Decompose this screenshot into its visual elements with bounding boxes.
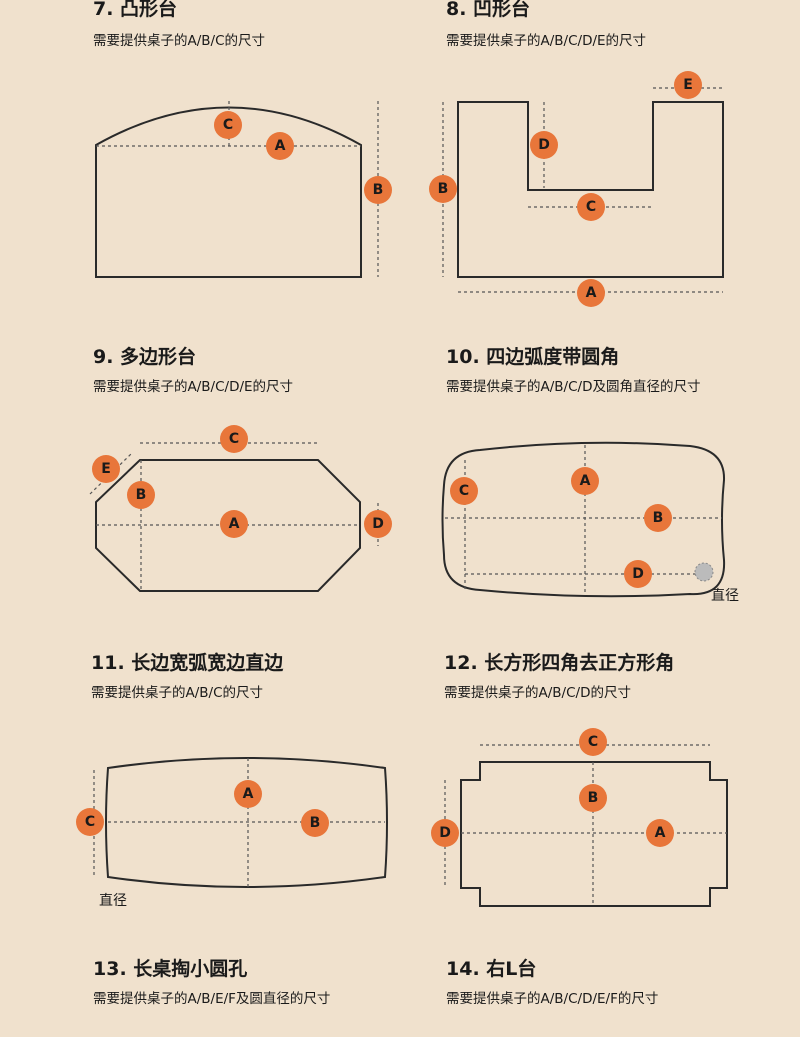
- subtitle-13: 需要提供桌子的A/B/E/F及圆直径的尺寸: [93, 991, 331, 1007]
- subtitle-11: 需要提供桌子的A/B/C的尺寸: [91, 685, 264, 701]
- badge-b: B: [364, 176, 392, 204]
- badge-a: A: [577, 279, 605, 307]
- badge-a: A: [646, 819, 674, 847]
- subtitle-8: 需要提供桌子的A/B/C/D/E的尺寸: [446, 33, 647, 49]
- svg-text:D: D: [632, 566, 644, 582]
- svg-text:C: C: [85, 814, 95, 830]
- badge-c: C: [214, 111, 242, 139]
- badge-a: A: [266, 132, 294, 160]
- badge-c: C: [220, 425, 248, 453]
- badge-a: A: [220, 510, 248, 538]
- title-9: 9. 多边形台: [93, 346, 197, 368]
- dim-line: [445, 445, 722, 594]
- svg-text:A: A: [229, 516, 240, 532]
- badge-e: E: [674, 71, 702, 99]
- concave-table-shape: [457, 101, 724, 278]
- badge-b: B: [301, 809, 329, 837]
- diagram-10: A C B D: [441, 441, 726, 598]
- title-7: 7. 凸形台: [93, 0, 178, 20]
- subtitle-7: 需要提供桌子的A/B/C的尺寸: [93, 33, 266, 49]
- title-10: 10. 四边弧度带圆角: [446, 346, 620, 368]
- svg-text:B: B: [438, 181, 449, 197]
- svg-text:D: D: [439, 825, 451, 841]
- octagon-table-shape: [95, 459, 361, 592]
- title-8: 8. 凹形台: [446, 0, 531, 20]
- badge-b: B: [127, 481, 155, 509]
- badge-a: A: [571, 467, 599, 495]
- diagram-9: C E B A D: [89, 425, 392, 592]
- badge-d: D: [530, 131, 558, 159]
- title-11: 11. 长边宽弧宽边直边: [91, 652, 284, 674]
- svg-text:D: D: [538, 137, 550, 153]
- arc-long-edge-table-shape: [105, 757, 388, 888]
- dim-line: [93, 758, 385, 887]
- svg-text:B: B: [588, 790, 599, 806]
- dim-line: [444, 744, 727, 906]
- convex-table-shape: [95, 106, 362, 278]
- badge-a: A: [234, 780, 262, 808]
- rounded-arc-table-shape: [441, 441, 726, 598]
- title-14: 14. 右L台: [446, 958, 537, 980]
- badge-b: B: [579, 784, 607, 812]
- diagram-11: A C B: [76, 757, 388, 888]
- svg-text:D: D: [372, 516, 384, 532]
- subtitle-12: 需要提供桌子的A/B/C/D的尺寸: [444, 685, 631, 701]
- svg-text:B: B: [136, 487, 147, 503]
- svg-text:C: C: [586, 199, 596, 215]
- badge-d: D: [364, 510, 392, 538]
- subtitle-10: 需要提供桌子的A/B/C/D及圆角直径的尺寸: [446, 379, 701, 395]
- badge-c: C: [76, 808, 104, 836]
- badge-c: C: [450, 477, 478, 505]
- svg-text:A: A: [586, 285, 597, 301]
- diagram-7: C A B: [95, 101, 392, 278]
- svg-text:C: C: [588, 734, 598, 750]
- svg-text:A: A: [243, 786, 254, 802]
- svg-text:C: C: [223, 117, 233, 133]
- svg-text:B: B: [373, 182, 384, 198]
- svg-text:A: A: [655, 825, 666, 841]
- subtitle-14: 需要提供桌子的A/B/C/D/E/F的尺寸: [446, 991, 659, 1007]
- corner-diameter-icon: [694, 562, 714, 582]
- svg-text:C: C: [229, 431, 239, 447]
- notched-rect-table-shape: [460, 761, 728, 907]
- badge-d: D: [431, 819, 459, 847]
- svg-text:C: C: [459, 483, 469, 499]
- title-13: 13. 长桌掏小圆孔: [93, 958, 248, 980]
- diagram-12: C B D A: [431, 728, 728, 907]
- svg-text:B: B: [310, 815, 321, 831]
- badge-c: C: [579, 728, 607, 756]
- svg-text:E: E: [683, 77, 693, 93]
- diagram-8: E D B C A: [429, 71, 724, 307]
- svg-text:B: B: [653, 510, 664, 526]
- badge-d: D: [624, 560, 652, 588]
- badge-b: B: [429, 175, 457, 203]
- svg-text:A: A: [580, 473, 591, 489]
- badge-b: B: [644, 504, 672, 532]
- badge-e: E: [92, 455, 120, 483]
- diameter-note-10: 直径: [711, 588, 739, 604]
- diameter-note-11: 直径: [99, 893, 127, 909]
- title-12: 12. 长方形四角去正方形角: [444, 652, 675, 674]
- badge-c: C: [577, 193, 605, 221]
- subtitle-9: 需要提供桌子的A/B/C/D/E的尺寸: [93, 379, 294, 395]
- svg-text:E: E: [101, 461, 111, 477]
- svg-text:A: A: [275, 138, 286, 154]
